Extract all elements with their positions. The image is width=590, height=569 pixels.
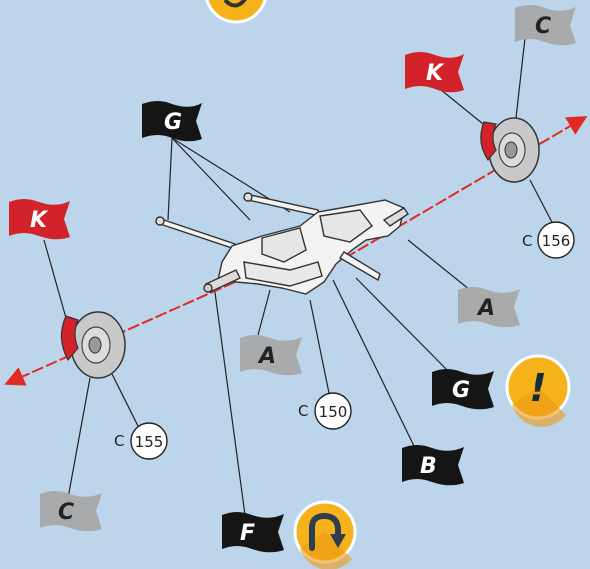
flag-label: A — [476, 296, 495, 321]
brake-disc-left — [60, 311, 126, 379]
flag-label: C — [535, 14, 551, 39]
flag-c-top-right: C — [515, 5, 576, 46]
flag-b-bottom: B — [402, 445, 464, 486]
flag-k-top-right: K — [405, 52, 464, 93]
flag-k-left: K — [9, 199, 70, 240]
flag-label: K — [426, 61, 445, 86]
flag-label: F — [240, 521, 255, 546]
flag-f-bottom: F — [222, 512, 284, 553]
exclamation-icon: ! — [505, 354, 571, 427]
flag-a-center: A — [240, 335, 302, 376]
flag-c-bottom-left: C — [40, 491, 102, 532]
flag-g-bottom: G — [432, 369, 494, 410]
ref-letter: C — [522, 232, 532, 250]
flag-label: K — [30, 208, 49, 233]
flag-label: A — [257, 344, 276, 369]
ref-c156: C 156 — [522, 221, 575, 259]
rear-subframe — [155, 192, 409, 295]
warning-glyph: ! — [529, 366, 546, 410]
ref-letter: C — [114, 432, 124, 450]
ref-letter: C — [298, 402, 308, 420]
ref-c155: C 155 — [114, 422, 168, 460]
ref-number: 156 — [542, 232, 571, 250]
flag-label: G — [452, 378, 470, 403]
flag-a-right: A — [458, 287, 520, 328]
flag-label: B — [420, 454, 437, 479]
flag-label: G — [164, 110, 182, 135]
rotate-arrow-icon — [293, 500, 357, 569]
leader-lines — [43, 37, 556, 516]
ref-number: 150 — [319, 403, 348, 421]
flag-label: C — [58, 500, 74, 525]
ref-number: 155 — [135, 433, 164, 451]
partial-badge-icon — [205, 0, 267, 24]
flag-g-top: G — [142, 101, 202, 142]
ref-c150: C 150 — [298, 392, 352, 430]
brake-disc-right — [480, 117, 540, 183]
